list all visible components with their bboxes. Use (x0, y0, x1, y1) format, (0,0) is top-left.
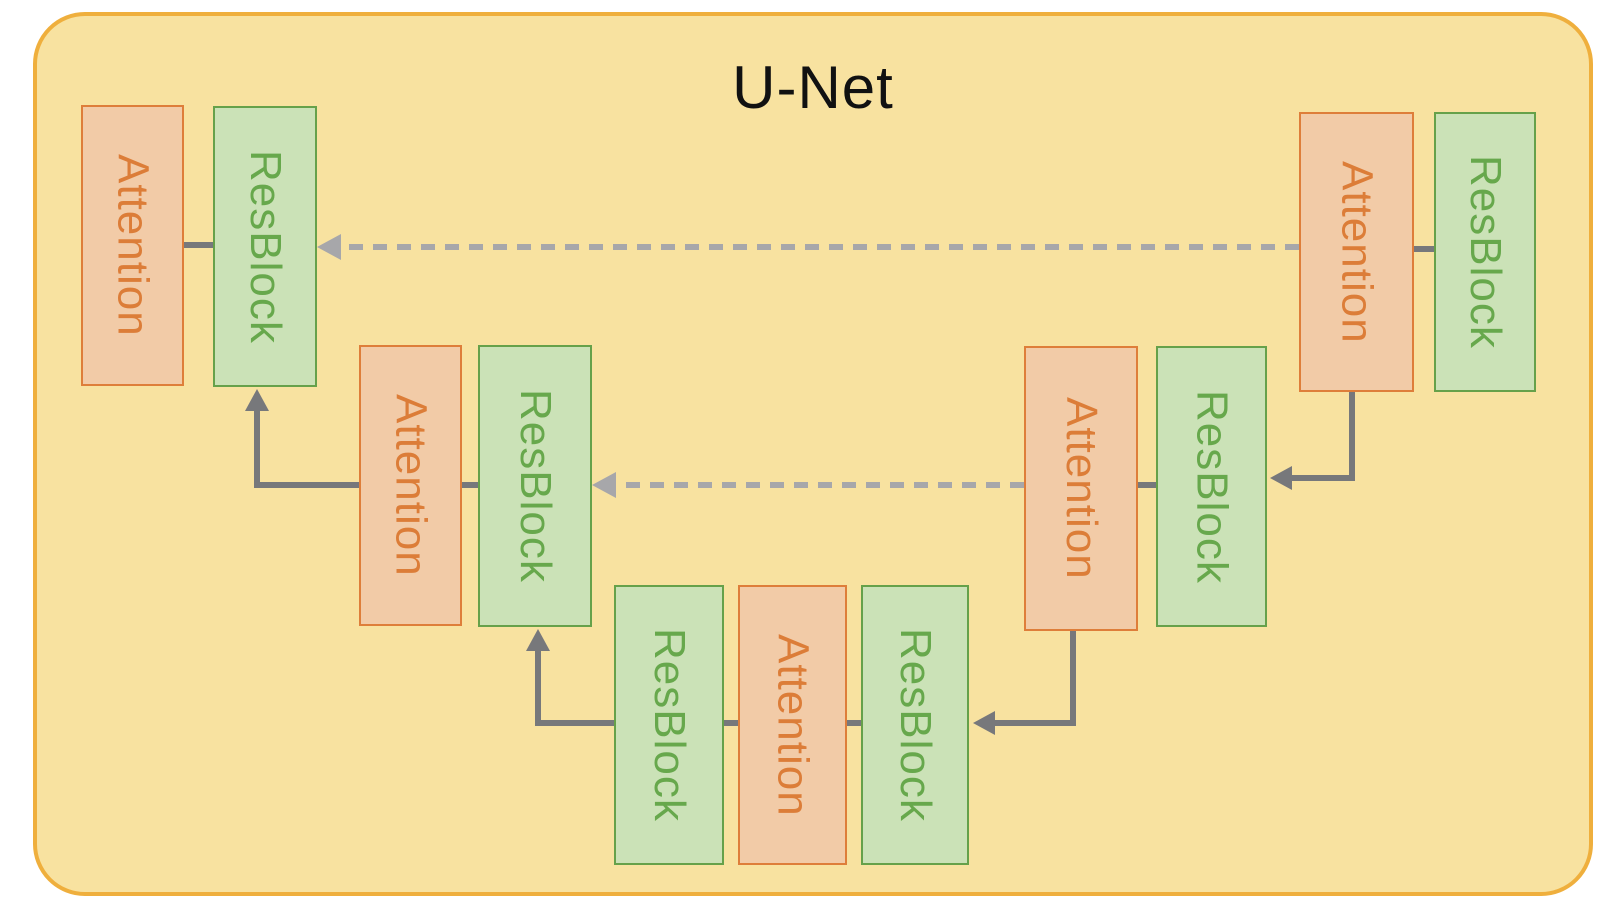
resblock-encoder-mid: ResBlock (1156, 346, 1267, 627)
attention-block-decoder-top: Attention (81, 105, 184, 386)
attention-block-encoder-mid: Attention (1024, 346, 1138, 631)
resblock-bottleneck-left: ResBlock (614, 585, 724, 865)
resblock-encoder-top: ResBlock (1434, 112, 1536, 392)
block-label: Attention (1057, 397, 1106, 580)
attention-block-encoder-top: Attention (1299, 112, 1414, 392)
block-label: ResBlock (891, 628, 940, 822)
resblock-decoder-top: ResBlock (213, 106, 317, 387)
resblock-decoder-mid: ResBlock (478, 345, 592, 627)
block-label: ResBlock (645, 628, 694, 822)
resblock-bottleneck-right: ResBlock (861, 585, 969, 865)
attention-block-bottleneck: Attention (738, 585, 847, 865)
block-label: Attention (386, 394, 436, 577)
block-label: Attention (1332, 160, 1382, 344)
diagram-title: U-Net (732, 54, 894, 121)
block-label: ResBlock (241, 149, 290, 344)
attention-block-decoder-mid: Attention (359, 345, 462, 626)
block-label: ResBlock (1187, 389, 1237, 584)
block-label: Attention (108, 154, 158, 337)
block-label: ResBlock (511, 389, 560, 583)
block-label: ResBlock (1461, 155, 1510, 349)
block-label: Attention (768, 633, 818, 817)
